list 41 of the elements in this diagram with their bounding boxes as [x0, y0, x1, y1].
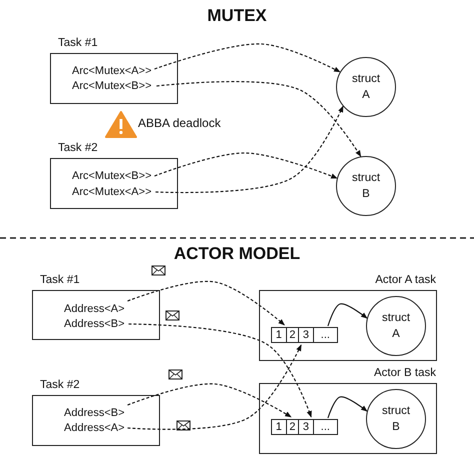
- struct-circle: struct B: [366, 389, 426, 449]
- queue-cell: ...: [314, 328, 337, 342]
- code-text: Arc<Mutex<B>>: [72, 79, 152, 93]
- struct-circle: struct B: [336, 156, 396, 216]
- arrow: [155, 106, 344, 194]
- section-heading: MUTEX: [207, 6, 267, 26]
- arrow: [127, 383, 292, 418]
- arrow: [327, 396, 368, 418]
- task-heading: Task #2: [40, 379, 80, 391]
- section-heading: ACTOR MODEL: [174, 244, 300, 264]
- task-heading: Task #2: [58, 142, 98, 154]
- arrow: [327, 303, 368, 326]
- queue-box: [271, 419, 338, 435]
- arrow: [128, 323, 312, 418]
- queue-cell: 1: [272, 328, 287, 342]
- code-text: Arc<Mutex<A>>: [72, 185, 152, 199]
- warning-text: ABBA deadlock: [138, 116, 221, 130]
- code-text: Arc<Mutex<B>>: [72, 169, 152, 183]
- arrow: [154, 43, 341, 72]
- arrow: [154, 152, 338, 179]
- queue-box: [271, 327, 338, 343]
- task-heading: Task #1: [40, 274, 80, 286]
- code-text: Address<A>: [64, 421, 125, 435]
- arrow: [127, 280, 285, 326]
- task-heading: Task #1: [58, 37, 98, 49]
- arrow: [156, 81, 362, 158]
- code-text: Address<A>: [64, 302, 125, 316]
- queue-cell: ...: [314, 420, 337, 434]
- struct-circle: struct A: [336, 57, 396, 117]
- queue-cell: 2: [286, 420, 300, 434]
- queue-cell: 2: [286, 328, 300, 342]
- struct-circle: struct A: [366, 296, 426, 356]
- queue-cell: 3: [299, 420, 314, 434]
- code-text: Arc<Mutex<A>>: [72, 64, 152, 78]
- queue-cell: 1: [272, 420, 287, 434]
- task-heading: Actor B task: [374, 367, 436, 379]
- queue-cell: 3: [299, 328, 314, 342]
- code-text: Address<B>: [64, 406, 125, 420]
- code-text: Address<B>: [64, 317, 125, 331]
- arrow: [128, 344, 302, 430]
- task-heading: Actor A task: [375, 274, 436, 286]
